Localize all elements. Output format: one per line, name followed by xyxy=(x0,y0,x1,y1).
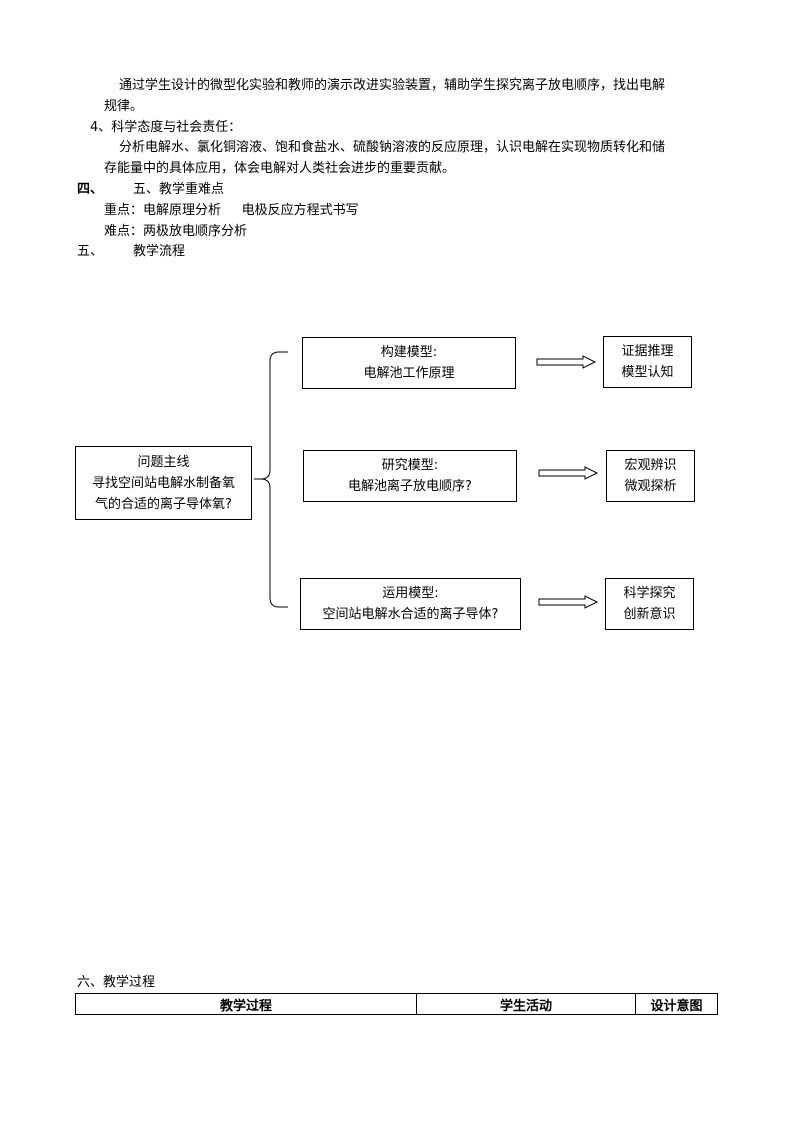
literacy-box-inquiry: 科学探究 创新意识 xyxy=(605,578,694,630)
difficult-points: 难点：两极放电顺序分析 xyxy=(104,224,248,239)
section-4-title: 五、教学重难点 xyxy=(133,182,225,197)
model-label: 构建模型: xyxy=(380,345,438,360)
model-text: 电解池离子放电顺序? xyxy=(348,479,472,494)
literacy-box-macro: 宏观辨识 微观探析 xyxy=(606,450,695,502)
table-header: 学生活动 xyxy=(416,993,636,1015)
model-label: 运用模型: xyxy=(382,586,439,601)
literacy-box-evidence: 证据推理 模型认知 xyxy=(603,336,692,388)
paragraph-line: 存能量中的具体应用，体会电解对人类社会进步的重要贡献。 xyxy=(104,161,456,176)
model-label: 研究模型: xyxy=(381,458,439,473)
main-question-label: 问题主线 xyxy=(137,454,190,470)
bracket-connector xyxy=(254,351,288,608)
literacy-text: 模型认知 xyxy=(621,365,674,380)
item-4-title: 4、科学态度与社会责任： xyxy=(90,120,242,135)
table-header: 教学过程 xyxy=(75,993,417,1015)
model-text: 空间站电解水合适的离子导体? xyxy=(322,607,499,622)
teaching-process-table: 教学过程 学生活动 设计意图 xyxy=(75,993,718,1015)
main-question-text: 寻找空间站电解水制备氧 xyxy=(91,475,235,491)
section-5-number: 五、 xyxy=(77,244,104,259)
apply-model-box: 运用模型: 空间站电解水合适的离子导体? xyxy=(300,578,521,630)
model-text: 电解池工作原理 xyxy=(363,366,455,381)
main-question-box: 问题主线 寻找空间站电解水制备氧 气的合适的离子导体氧? xyxy=(75,446,252,520)
section-6-title: 六、教学过程 xyxy=(77,975,156,990)
table-header-row: 教学过程 学生活动 设计意图 xyxy=(75,993,718,1015)
double-arrow xyxy=(538,595,599,609)
literacy-text: 科学探究 xyxy=(623,586,676,601)
table-header: 设计意图 xyxy=(635,993,718,1015)
double-arrow xyxy=(536,355,597,369)
double-arrow xyxy=(538,466,599,480)
paragraph-line: 规律。 xyxy=(104,99,144,114)
section-5-title: 教学流程 xyxy=(133,244,186,259)
main-question-text: 气的合适的离子导体氧? xyxy=(95,496,232,512)
key-points: 重点：电解原理分析 电极反应方程式书写 xyxy=(104,203,359,218)
literacy-text: 微观探析 xyxy=(624,479,677,494)
paragraph-line: 分析电解水、氯化铜溶液、饱和食盐水、硫酸钠溶液的反应原理，认识电解在实现物质转化… xyxy=(119,140,666,155)
study-model-box: 研究模型: 电解池离子放电顺序? xyxy=(303,450,517,502)
paragraph-line: 通过学生设计的微型化实验和教师的演示改进实验装置，辅助学生探究离子放电顺序，找出… xyxy=(119,78,666,93)
build-model-box: 构建模型: 电解池工作原理 xyxy=(302,337,516,389)
section-4-number: 四、 xyxy=(77,182,104,197)
literacy-text: 宏观辨识 xyxy=(624,458,677,473)
literacy-text: 创新意识 xyxy=(623,607,676,622)
literacy-text: 证据推理 xyxy=(621,344,674,359)
